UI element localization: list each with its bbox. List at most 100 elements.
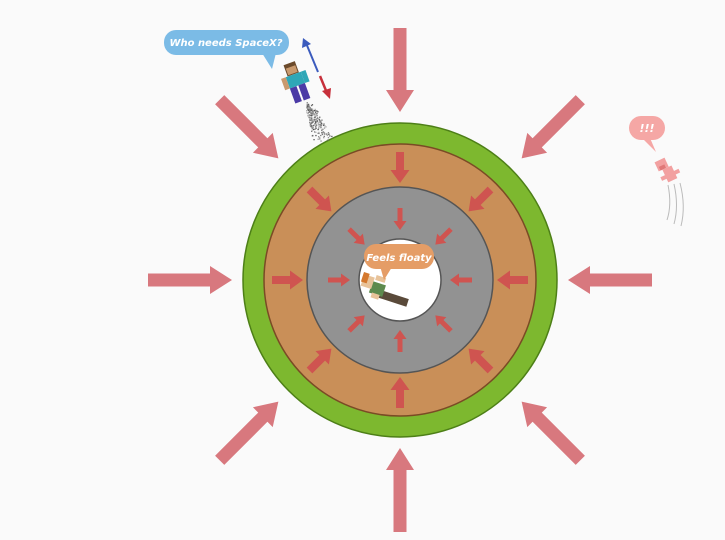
- smoke-particle: [320, 120, 322, 123]
- smoke-particle: [321, 129, 323, 131]
- smoke-particle: [311, 109, 313, 111]
- spacex-text: Who needs SpaceX?: [169, 38, 282, 49]
- smoke-particle: [325, 126, 327, 128]
- smoke-particle: [320, 134, 322, 137]
- smoke-particle: [318, 125, 320, 127]
- smoke-particle: [314, 124, 317, 126]
- smoke-particle: [321, 133, 323, 136]
- smoke-particle: [309, 125, 311, 127]
- down-arrow-icon: [318, 75, 331, 99]
- smoke-particle: [309, 119, 311, 121]
- smoke-particle: [318, 132, 320, 135]
- smoke-particle: [309, 121, 311, 124]
- smoke-particle: [312, 109, 314, 112]
- smoke-particle: [317, 128, 319, 131]
- smoke-particle: [319, 120, 321, 122]
- smoke-particle: [324, 125, 326, 127]
- mantle-arrow: [393, 330, 407, 352]
- outer-arrow: [386, 28, 414, 112]
- smoke-particle: [316, 124, 318, 126]
- smoke-particle: [309, 118, 311, 120]
- smoke-particle: [318, 118, 321, 121]
- smoke-particle: [309, 114, 311, 116]
- smoke-particle: [310, 104, 313, 107]
- floaty-text: Feels floaty: [366, 253, 432, 264]
- smoke-particle: [312, 119, 314, 121]
- smoke-particle: [309, 123, 311, 125]
- smoke-particle: [311, 122, 313, 124]
- smoke-particle: [318, 136, 320, 138]
- smoke-particle: [310, 108, 312, 110]
- smoke-particle: [318, 120, 320, 122]
- smoke-particle: [311, 125, 313, 127]
- crust-pressure-arrows: [272, 152, 528, 408]
- smoke-particle: [326, 134, 329, 137]
- smoke-particle: [322, 123, 324, 125]
- smoke-particle: [309, 109, 312, 112]
- smoke-particle: [315, 118, 317, 120]
- smoke-particle: [315, 125, 317, 128]
- smoke-particle: [308, 111, 311, 113]
- smoke-particle: [320, 125, 322, 127]
- smoke-particle: [317, 117, 319, 119]
- smoke-particle: [313, 124, 315, 127]
- smoke-particle: [326, 133, 328, 135]
- smoke-particle: [310, 112, 312, 114]
- smoke-particle: [323, 127, 326, 129]
- smoke-particle: [306, 110, 308, 112]
- smoke-particle: [315, 110, 317, 113]
- smoke-particle: [323, 123, 325, 125]
- smoke-particle: [329, 135, 331, 137]
- outer-arrow: [521, 95, 585, 159]
- smoke-particle: [320, 121, 322, 124]
- smoke-particle: [331, 135, 333, 138]
- mantle-arrow: [435, 227, 453, 245]
- smoke-particle: [319, 137, 321, 139]
- crust-arrow: [390, 152, 410, 183]
- smoke-particle: [320, 140, 322, 142]
- smoke-particle: [307, 107, 309, 109]
- smoke-particle: [319, 138, 321, 140]
- alex-character-icon: [360, 271, 409, 307]
- smoke-particle: [308, 109, 310, 112]
- floaty-speech-bubble: Feels floaty: [364, 244, 434, 280]
- smoke-particle: [326, 133, 328, 136]
- smoke-particle: [307, 112, 309, 114]
- motion-lines-icon: [666, 182, 684, 227]
- pig-character-icon: [654, 157, 681, 183]
- spacex-speech-bubble: Who needs SpaceX?: [164, 30, 289, 69]
- smoke-particle: [312, 111, 314, 113]
- smoke-particle: [306, 111, 308, 113]
- exclaim-text: !!!: [639, 122, 654, 135]
- smoke-particle: [327, 132, 330, 134]
- smoke-particle: [307, 105, 309, 107]
- smoke-particle: [309, 109, 311, 111]
- crust-arrow: [306, 186, 332, 212]
- smoke-particle: [314, 111, 317, 114]
- smoke-particle: [306, 107, 308, 109]
- smoke-particle: [307, 104, 309, 106]
- smoke-particle: [316, 112, 318, 115]
- mantle-arrow: [435, 315, 453, 333]
- smoke-particle: [317, 118, 319, 121]
- smoke-particle: [311, 112, 314, 114]
- smoke-particle: [314, 122, 317, 124]
- smoke-particle: [307, 114, 309, 116]
- smoke-particle: [306, 106, 308, 108]
- exclaim-speech-bubble: !!!: [629, 116, 665, 152]
- smoke-particle: [324, 133, 326, 135]
- smoke-particle: [311, 113, 314, 115]
- smoke-particle: [314, 123, 316, 125]
- crust-arrow: [390, 377, 410, 408]
- smoke-particle: [310, 117, 312, 119]
- mantle-arrow: [347, 227, 365, 245]
- smoke-particle: [313, 120, 315, 122]
- smoke-particle: [317, 122, 319, 124]
- smoke-particle: [314, 128, 316, 130]
- smoke-particle: [322, 124, 325, 126]
- smoke-particle: [310, 114, 312, 116]
- smoke-particle: [314, 116, 316, 118]
- smoke-particle: [328, 133, 330, 135]
- smoke-particle: [312, 121, 314, 123]
